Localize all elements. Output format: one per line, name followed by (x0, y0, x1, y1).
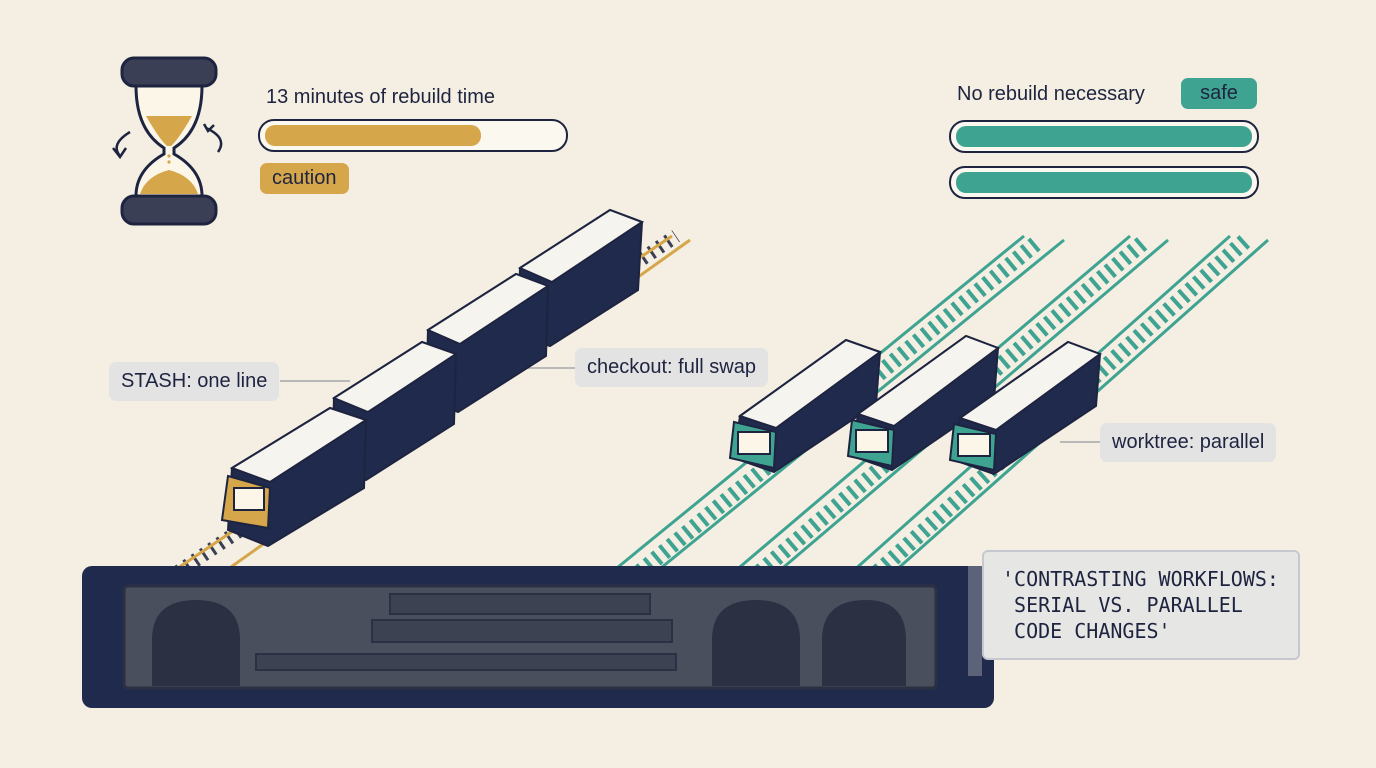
workflow-note: 'CONTRASTING WORKFLOWS: SERIAL VS. PARAL… (982, 550, 1300, 660)
rotate-arrow-left-icon (112, 130, 131, 160)
parallel-progress-fill-2 (956, 172, 1252, 193)
parallel-progress-bar-1 (949, 120, 1259, 153)
hourglass-icon (120, 56, 218, 226)
rebuild-progress-fill (265, 125, 482, 146)
worktree-label: worktree: parallel (1100, 423, 1277, 462)
rebuild-time-caption: 13 minutes of rebuild time (266, 86, 496, 108)
no-rebuild-caption: No rebuild necessary (957, 83, 1145, 105)
caution-badge: caution (260, 163, 349, 194)
parallel-train-2 (846, 334, 1001, 472)
parallel-progress-bar-2 (949, 166, 1259, 199)
parallel-train-3 (948, 340, 1103, 476)
serial-train (220, 208, 645, 548)
parallel-train-1 (728, 338, 883, 474)
base-platform (82, 566, 994, 708)
rotate-arrow-right-icon (202, 123, 223, 153)
checkout-label: checkout: full swap (575, 348, 768, 387)
stash-label: STASH: one line (109, 362, 280, 401)
parallel-progress-fill-1 (956, 126, 1252, 147)
rebuild-progress-bar (258, 119, 568, 152)
safe-badge: safe (1181, 78, 1257, 109)
